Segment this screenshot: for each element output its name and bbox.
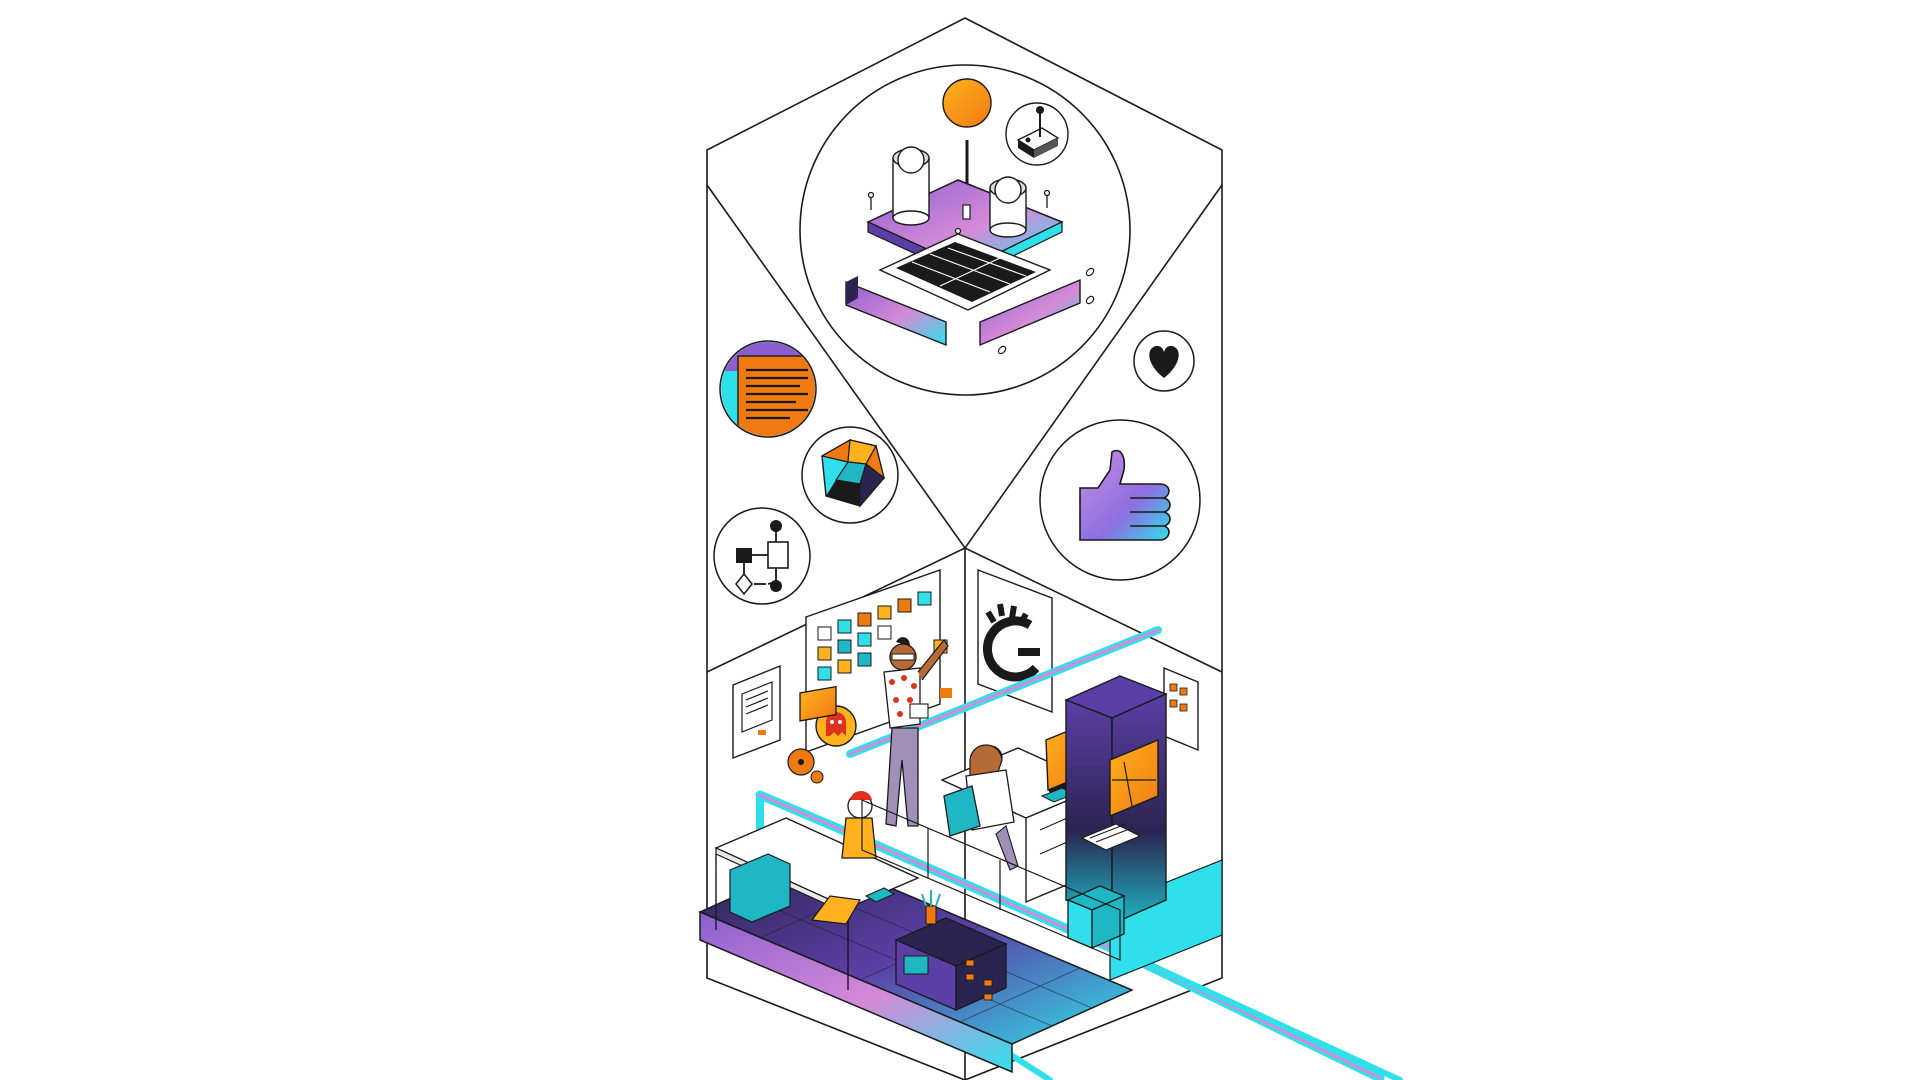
thumbs-up-icon: [1039, 419, 1201, 581]
person-man-standing: [883, 637, 952, 827]
orange-ball: [942, 78, 992, 128]
arcade-tower: [1064, 675, 1168, 926]
document-icon: [719, 340, 817, 438]
record-disc: [787, 748, 824, 784]
person-woman-laptop: [810, 791, 877, 925]
glass-partition: [861, 799, 1121, 961]
heart-icon: [1133, 330, 1195, 392]
floor-cabinet: [894, 890, 1008, 1011]
laptop-screen: [799, 685, 837, 722]
flowchart-icon: [713, 507, 811, 605]
wall-panel: [732, 664, 781, 760]
faceted-gem-icon: [801, 426, 899, 524]
joystick-icon: [1005, 102, 1069, 166]
safe-box: [1066, 885, 1126, 949]
person-woman-computer: [943, 744, 1019, 871]
hardware-bubble: [799, 64, 1131, 396]
wall-panel-right: [1163, 666, 1199, 752]
left-desk: [714, 685, 920, 990]
neon-rails: [755, 626, 1403, 1080]
